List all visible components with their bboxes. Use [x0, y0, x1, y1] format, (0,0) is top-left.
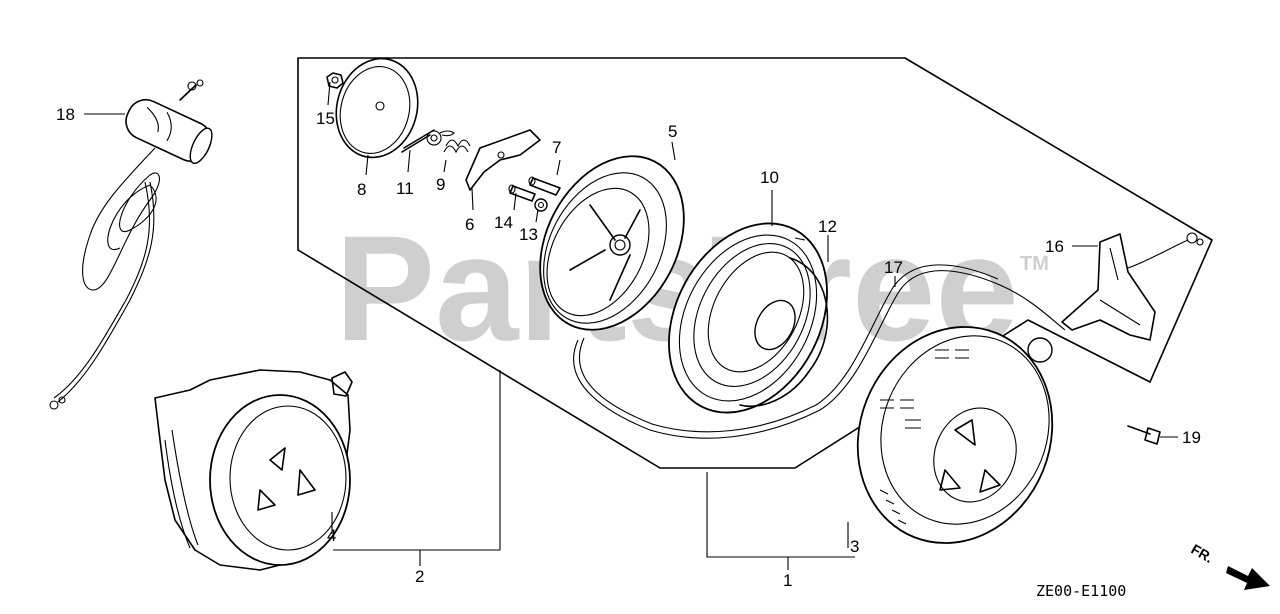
recoil-spring-10 — [668, 222, 828, 414]
callout-18: 18 — [56, 105, 75, 124]
starter-handle-rope-18 — [49, 79, 213, 410]
recoil-starter-assembly-4 — [154, 369, 353, 571]
arrow-icon — [1226, 566, 1270, 590]
reel-5 — [539, 155, 685, 331]
ratchet-6 — [465, 129, 541, 191]
callout-19: 19 — [1182, 428, 1201, 447]
spring-11 — [401, 129, 455, 153]
callout-7: 7 — [552, 138, 561, 157]
callout-8: 8 — [357, 180, 366, 199]
callout-12: 12 — [818, 217, 837, 236]
leader-lines — [84, 81, 1178, 570]
watermark-trademark: TM — [1020, 253, 1049, 275]
callout-1: 1 — [783, 571, 792, 590]
callout-10: 10 — [760, 168, 779, 187]
callout-2: 2 — [415, 567, 424, 586]
callout-3: 3 — [850, 537, 859, 556]
callout-15: 15 — [316, 109, 335, 128]
front-direction-indicator: FR. — [1189, 541, 1270, 590]
spring-9 — [443, 139, 471, 154]
plate-8 — [335, 57, 419, 159]
direction-label: FR. — [1189, 541, 1217, 566]
callout-4: 4 — [327, 526, 336, 545]
callout-11: 11 — [396, 179, 414, 198]
pin-7 — [528, 176, 561, 196]
nut-15 — [326, 72, 344, 89]
callout-13: 13 — [519, 225, 538, 244]
starter-grip-16 — [1061, 232, 1204, 341]
spring-case-12 — [739, 257, 829, 407]
assembly-outline — [297, 57, 1213, 469]
starter-rope-17 — [573, 270, 1066, 439]
callout-9: 9 — [436, 175, 445, 194]
diagram-code: ZE00-E1100 — [1036, 582, 1126, 600]
callout-14: 14 — [494, 213, 513, 232]
callout-6: 6 — [465, 215, 474, 234]
callout-16: 16 — [1045, 237, 1064, 256]
callout-17: 17 — [884, 258, 903, 277]
callout-5: 5 — [668, 122, 677, 141]
washer-13 — [534, 198, 548, 212]
bolt-19 — [1127, 425, 1161, 445]
starter-case-3 — [856, 326, 1054, 544]
pin-14 — [508, 184, 536, 202]
